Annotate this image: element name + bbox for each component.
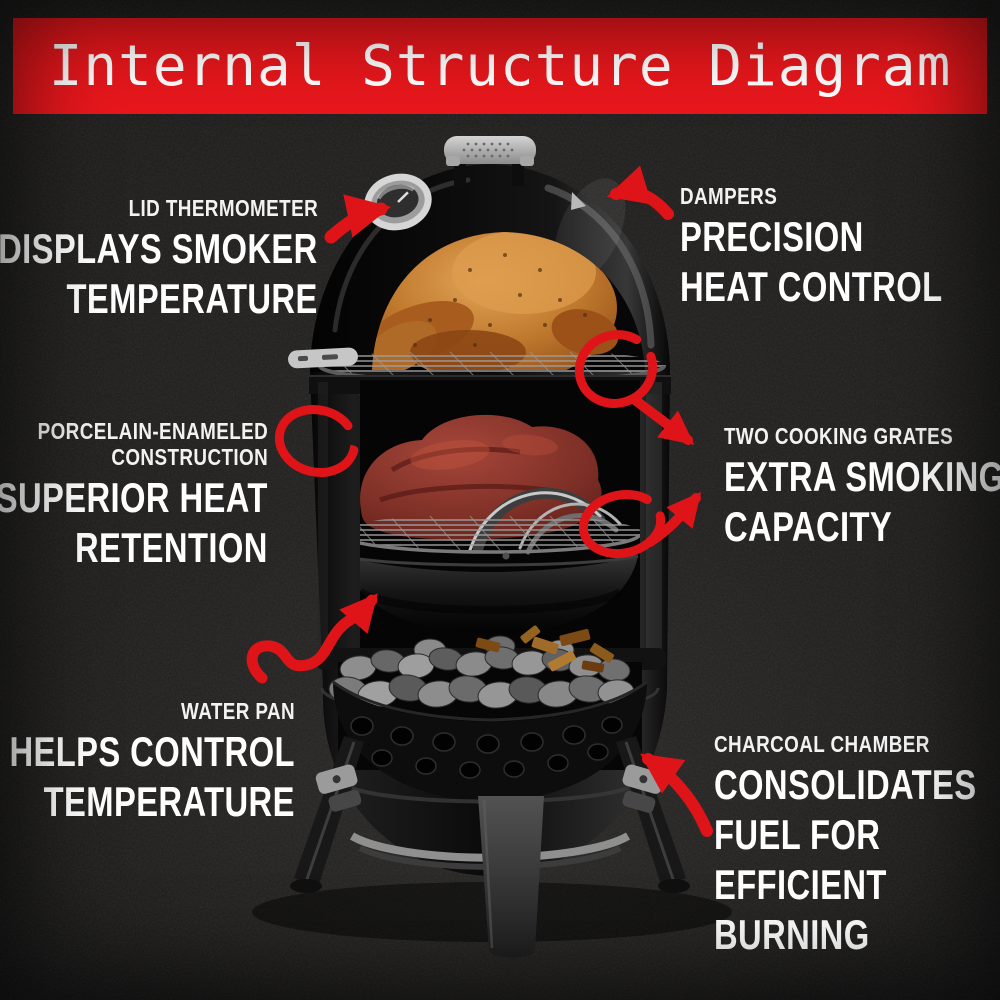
leg-bracket-left [315,764,362,812]
lid-thermometer-heading-line1: DISPLAYS SMOKER [0,225,318,272]
wood-chips [475,625,615,673]
charcoal-heading-line4: BURNING [714,911,870,958]
lid-thermometer-heading-line2: TEMPERATURE [66,275,318,322]
porcelain-tag-line1: PORCELAIN-ENAMELED [37,418,268,444]
callout-lid-thermometer: LID THERMOMETER DISPLAYS SMOKER TEMPERAT… [0,195,318,324]
callout-charcoal-chamber: CHARCOAL CHAMBER CONSOLIDATES FUEL FOR E… [714,731,1000,960]
water-pan-heading-line2: TEMPERATURE [43,778,295,825]
charcoal-tag: CHARCOAL CHAMBER [714,731,930,757]
dampers-heading-line2: HEAT CONTROL [680,263,943,310]
turkey [372,232,625,370]
arrow-to-thermometer-icon [324,194,392,244]
ribs [360,414,602,540]
water-pan-tag: WATER PAN [180,698,295,724]
callout-porcelain-enameled: PORCELAIN-ENAMELED CONSTRUCTION SUPERIOR… [0,418,268,573]
lower-cooking-grate [360,515,640,560]
arrow-to-damper-icon [606,165,674,220]
circle-porcelain-icon [274,405,360,477]
lid-handle [444,136,536,186]
callout-two-cooking-grates: TWO COOKING GRATES EXTRA SMOKING CAPACIT… [724,423,1000,552]
dampers-tag: DAMPERS [680,183,778,209]
charcoal-heading-line1: CONSOLIDATES [714,761,977,808]
arrow-top-grate-to-label-icon [630,395,695,445]
porcelain-heading-line2: RETENTION [75,524,268,571]
arrow-to-charcoal-chamber-icon [640,753,713,837]
grates-heading-line1: EXTRA SMOKING [724,453,1000,500]
top-cooking-grate [288,347,666,396]
legs [290,736,690,958]
dampers-heading-line1: PRECISION [680,213,864,260]
grate-handle [288,347,358,369]
grates-heading-line2: CAPACITY [724,503,893,550]
top-cooking-chamber [372,232,645,370]
mid-cooking-chamber [360,380,640,660]
arrow-mid-grate-to-label-icon [645,491,702,547]
charcoal-chamber [328,625,648,804]
title-banner: Internal Structure Diagram [13,18,987,114]
water-pan [360,554,639,634]
charcoal-basket [332,680,648,804]
squiggle-arrow-to-water-pan-icon [246,593,378,684]
front-leg [478,796,544,958]
grates-tag: TWO COOKING GRATES [724,423,954,449]
circle-mid-grate-icon [578,489,666,559]
porcelain-tag-line2: CONSTRUCTION [111,444,268,470]
water-pan-heading-line1: HELPS CONTROL [9,728,295,775]
porcelain-heading-line1: SUPERIOR HEAT [0,474,268,521]
callout-water-pan: WATER PAN HELPS CONTROL TEMPERATURE [0,698,295,827]
lid-damper [571,192,586,210]
page-title: Internal Structure Diagram [48,33,952,99]
callout-dampers: DAMPERS PRECISION HEAT CONTROL [680,183,1000,312]
charcoal-heading-line2: FUEL FOR [714,811,881,858]
circle-top-grate-icon [574,330,658,408]
charcoal-heading-line3: EFFICIENT [714,861,887,908]
lid-thermometer-tag: LID THERMOMETER [128,195,318,221]
